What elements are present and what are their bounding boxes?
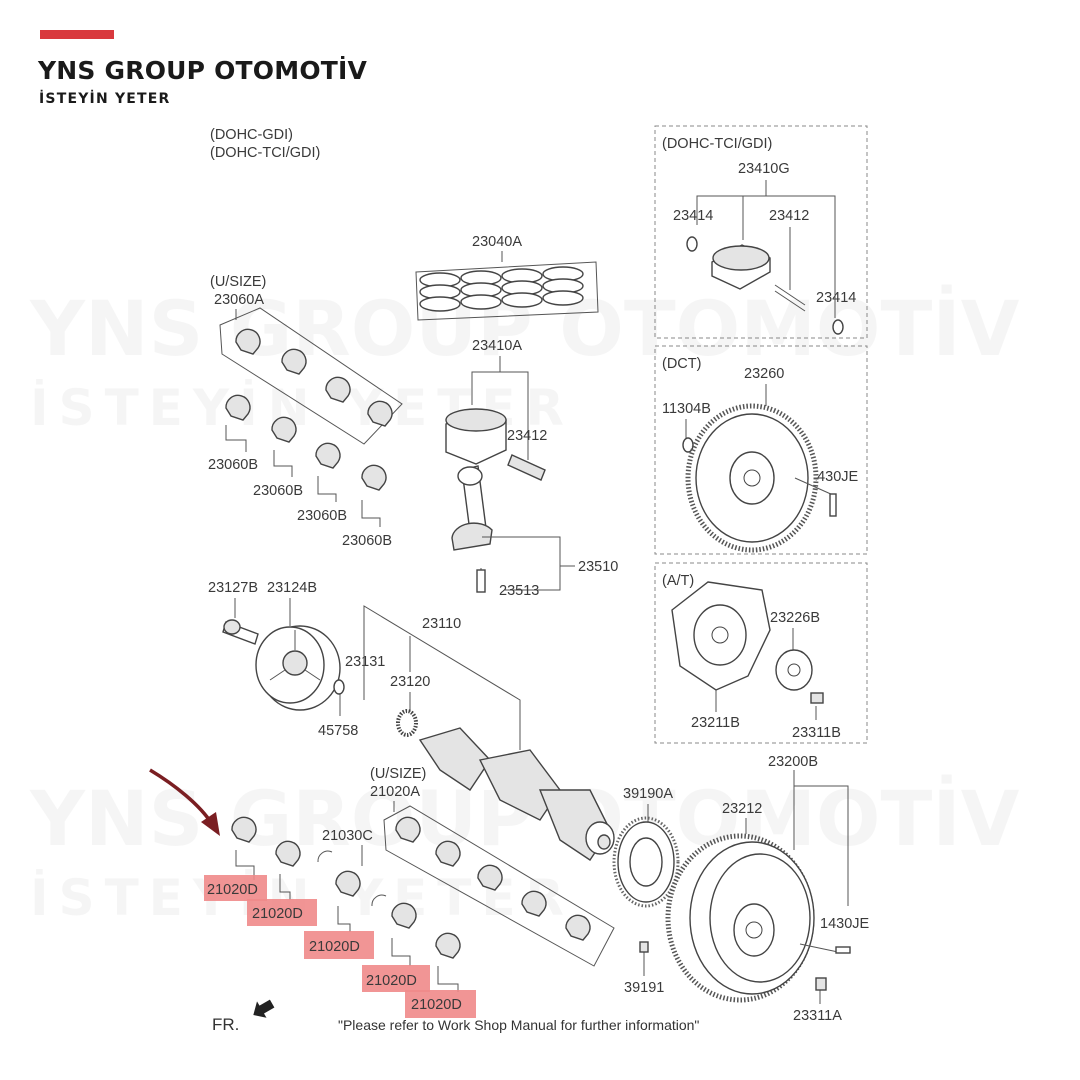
leader-23060B-1: [225, 425, 247, 452]
label-39190A: 39190A: [623, 786, 673, 802]
label-23410A: 23410A: [472, 338, 522, 354]
front-arrow-icon: [253, 999, 275, 1018]
front-direction-label: FR.: [212, 1015, 239, 1034]
label-23060B-1: 23060B: [208, 457, 258, 473]
label-23311A: 23311A: [793, 1008, 842, 1024]
main-bearings-upper-icon: [225, 328, 393, 491]
label-45758: 45758: [318, 723, 358, 739]
label-23311B: 23311B: [792, 725, 841, 741]
variant-box-dohc-tci-gdi: [654, 125, 868, 339]
label-21020D-5: 21020D: [411, 997, 462, 1013]
label-23131: 23131: [345, 654, 385, 670]
highlight-21020D-1: [204, 875, 267, 901]
crankshaft-icon: [333, 679, 615, 861]
label-23414-top: 23414: [673, 208, 713, 224]
leader-21020D-4: [391, 938, 411, 966]
label-23060B-2: 23060B: [253, 483, 303, 499]
leader-23200B: [793, 770, 849, 906]
highlight-21020D-3: [304, 931, 374, 959]
crank-pulley-icon: [222, 619, 341, 711]
label-23260: 23260: [744, 366, 784, 382]
label-23212: 23212: [722, 801, 762, 817]
leader-23110: [363, 605, 521, 750]
main-bearings-lower-icon: [231, 816, 591, 959]
label-23060B-4: 23060B: [342, 533, 392, 549]
variant-label-dct: (DCT): [662, 356, 701, 372]
highlight-21020D-4: [362, 965, 430, 992]
highlight-21020D-5: [405, 990, 476, 1018]
leader-21020D-5: [437, 966, 459, 992]
variant-label-usize-upper: (U/SIZE): [210, 274, 266, 290]
flywheel-dct-icon: [682, 403, 837, 553]
label-23414-right: 23414: [816, 290, 856, 306]
label-23510: 23510: [578, 559, 618, 575]
label-21030C: 21030C: [322, 828, 373, 844]
label-23226B: 23226B: [770, 610, 820, 626]
variant-label-at: (A/T): [662, 573, 694, 589]
label-21020D-4: 21020D: [366, 973, 417, 989]
brand-subtitle: İSTEYİN YETER: [39, 91, 171, 107]
label-21020D-3: 21020D: [309, 939, 360, 955]
leader-23510: [482, 536, 561, 591]
leader-21020D-3: [337, 906, 351, 932]
piston-tci-icon: [686, 236, 844, 335]
leader-23060B-4: [361, 500, 381, 527]
label-21020D-2: 21020D: [252, 906, 303, 922]
label-23124B: 23124B: [267, 580, 317, 596]
leader-21020D-2: [279, 874, 291, 900]
footnote: "Please refer to Work Shop Manual for fu…: [338, 1017, 699, 1033]
leader-21020D-1: [235, 850, 255, 880]
leader-23060B-2: [273, 450, 293, 477]
label-23211B: 23211B: [691, 715, 740, 731]
label-23513: 23513: [499, 583, 539, 599]
highlight-21020D-2: [247, 899, 317, 926]
variant-box-dct: [654, 345, 868, 555]
label-1430JE-lower: 1430JE: [820, 916, 870, 932]
label-11304B: 11304B: [662, 401, 711, 417]
label-1430JE-dct: 1430JE: [809, 469, 859, 485]
variant-label-usize-lower: (U/SIZE): [370, 766, 426, 782]
variant-label-box-dohc-tci-gdi: (DOHC-TCI/GDI): [662, 136, 772, 152]
ring-set-frame: [415, 261, 599, 321]
leader-23060B-3: [317, 476, 337, 502]
label-23410G: 23410G: [738, 161, 790, 177]
label-23040A: 23040A: [472, 234, 522, 250]
label-23060B-3: 23060B: [297, 508, 347, 524]
red-pointer-arrow: [149, 768, 220, 836]
brand-accent-bar: [40, 30, 114, 39]
label-23120: 23120: [390, 674, 430, 690]
label-39191: 39191: [624, 980, 664, 996]
brand-title: YNS GROUP OTOMOTİV: [38, 56, 368, 85]
piston-rings-icon: [419, 266, 584, 312]
label-21020A: 21020A: [370, 784, 420, 800]
piston-conrod-icon: [445, 408, 546, 593]
bearing-set-lower-frame: [383, 805, 615, 967]
label-23110: 23110: [422, 616, 461, 632]
label-23412-mid: 23412: [507, 428, 547, 444]
variant-label-dohc-gdi: (DOHC-GDI): [210, 127, 293, 143]
label-21020D-1: 21020D: [207, 882, 258, 898]
label-23200B: 23200B: [768, 754, 818, 770]
label-23060A: 23060A: [214, 292, 264, 308]
flywheel-mt-icon: [612, 816, 851, 1003]
label-23127B: 23127B: [208, 580, 258, 596]
label-23412-top: 23412: [769, 208, 809, 224]
variant-label-dohc-tci-gdi: (DOHC-TCI/GDI): [210, 145, 320, 161]
variant-box-at: [654, 562, 868, 744]
flexplate-at-icon: [671, 581, 824, 704]
